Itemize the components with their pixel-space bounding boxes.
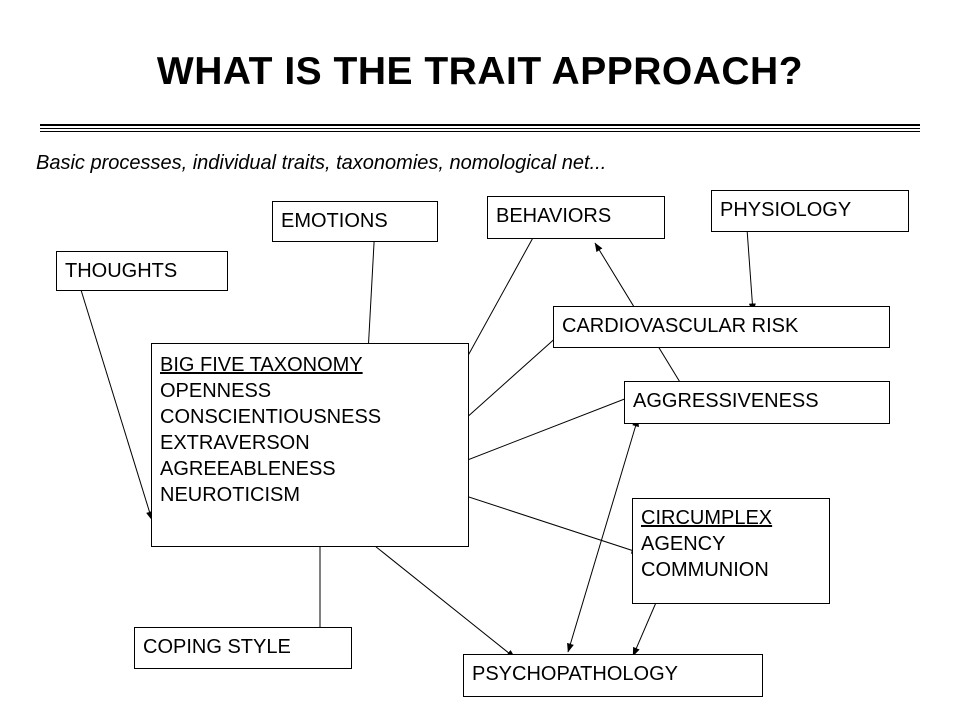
arrow-thoughts-neuroticism <box>76 276 153 521</box>
node-label: COPING STYLE <box>143 636 291 658</box>
node-thoughts: THOUGHTS <box>56 251 228 291</box>
big-five-item: NEUROTICISM <box>160 484 300 506</box>
node-big-five: BIG FIVE TAXONOMY OPENNESS CONSCIENTIOUS… <box>151 343 469 547</box>
node-emotions: EMOTIONS <box>272 201 438 242</box>
node-label: CARDIOVASCULAR RISK <box>562 315 799 337</box>
node-physiology: PHYSIOLOGY <box>711 190 909 232</box>
node-label: PSYCHOPATHOLOGY <box>472 663 678 685</box>
slide-title: WHAT IS THE TRAIT APPROACH? <box>156 50 804 93</box>
big-five-heading: BIG FIVE TAXONOMY <box>160 354 363 376</box>
node-label: BEHAVIORS <box>496 205 612 227</box>
node-label: PHYSIOLOGY <box>720 199 852 221</box>
slide-subtitle: Basic processes, individual traits, taxo… <box>36 152 607 174</box>
node-aggressiveness: AGGRESSIVENESS <box>624 381 890 424</box>
big-five-item: CONSCIENTIOUSNESS <box>160 406 382 428</box>
arrow-neuroticism-psychopathology <box>354 529 516 659</box>
node-label: AGGRESSIVENESS <box>633 390 819 412</box>
title-divider <box>40 128 920 129</box>
circumplex-item: COMMUNION <box>641 559 769 581</box>
node-circumplex: CIRCUMPLEX AGENCY COMMUNION <box>632 498 830 604</box>
title-divider <box>40 131 920 132</box>
node-behaviors: BEHAVIORS <box>487 196 665 239</box>
node-coping-style: COPING STYLE <box>134 627 352 669</box>
node-psychopathology: PSYCHOPATHOLOGY <box>463 654 763 697</box>
big-five-item: OPENNESS <box>160 380 272 402</box>
node-label: EMOTIONS <box>281 210 388 232</box>
node-label: THOUGHTS <box>65 260 178 282</box>
node-cardiovascular-risk: CARDIOVASCULAR RISK <box>553 306 890 348</box>
circumplex-heading: CIRCUMPLEX <box>641 507 773 529</box>
circumplex-item: AGENCY <box>641 533 726 555</box>
title-divider <box>40 124 920 126</box>
big-five-item: AGREEABLENESS <box>160 458 336 480</box>
big-five-item: EXTRAVERSON <box>160 432 310 454</box>
arrow-aggressiveness-psychopathology <box>567 417 639 653</box>
